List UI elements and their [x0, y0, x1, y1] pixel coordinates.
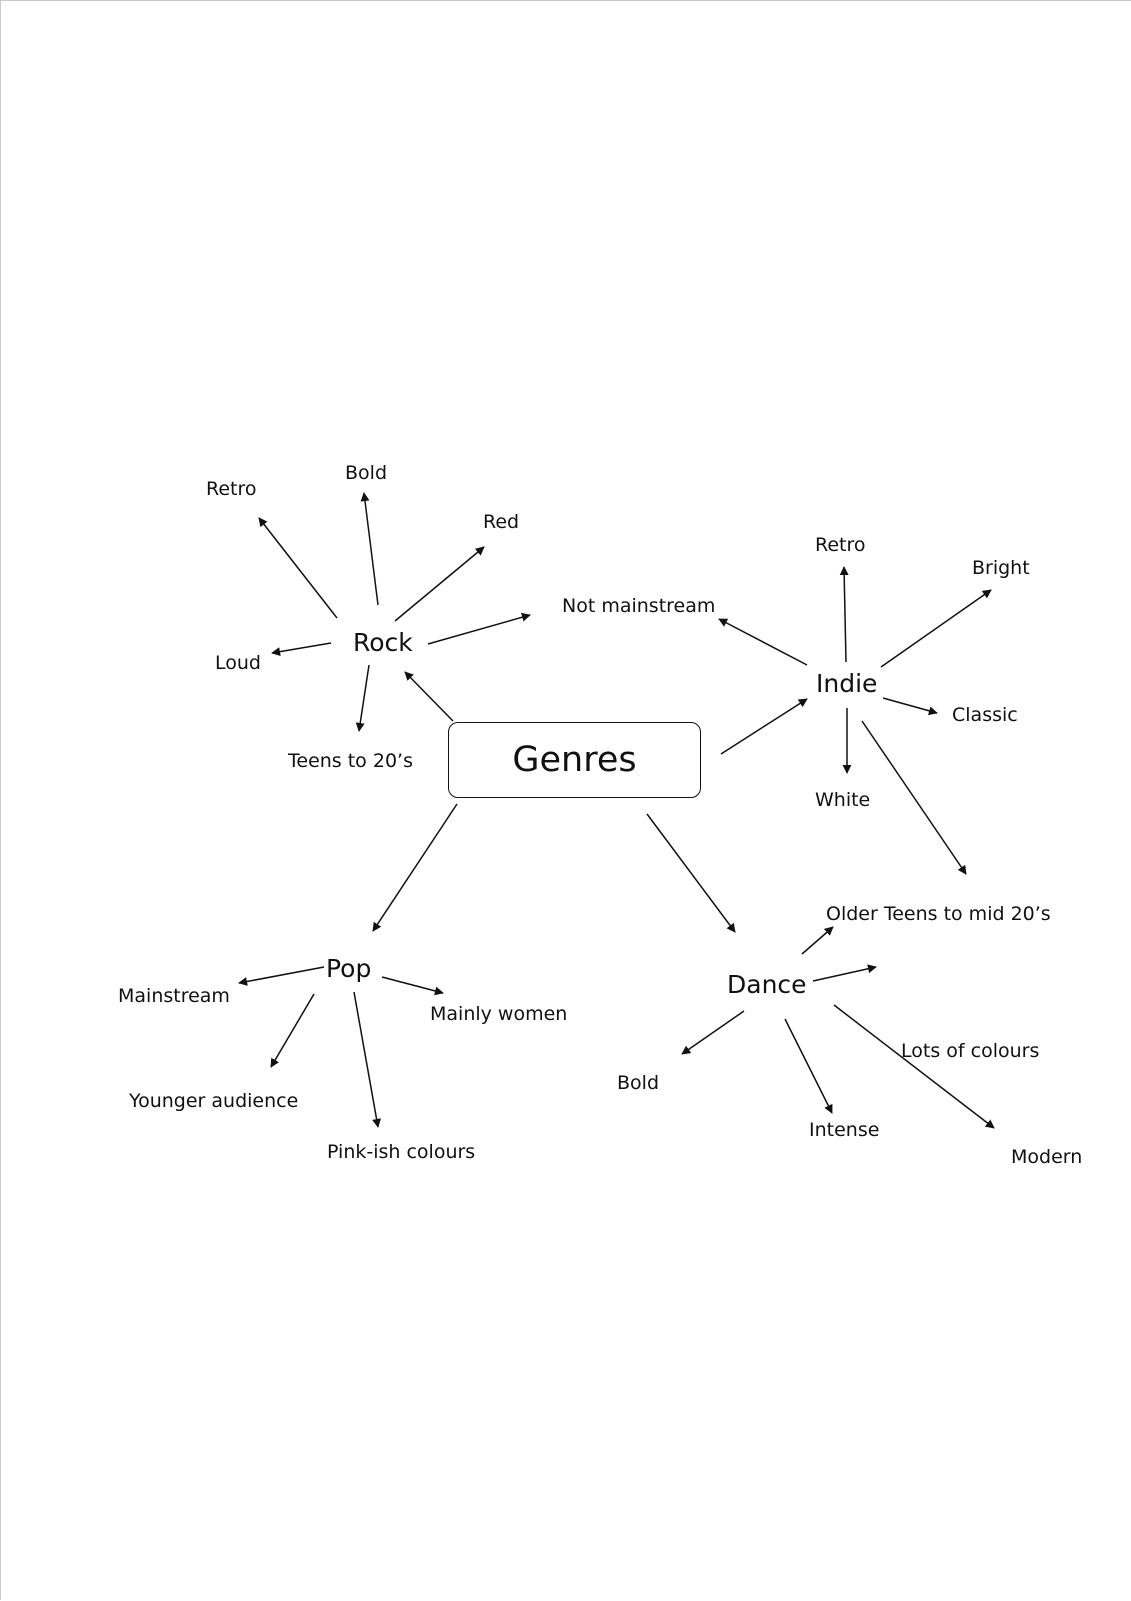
leaf-rock-red: Red	[483, 511, 520, 533]
arrow-dance-to-older-teens	[801, 926, 834, 955]
arrow-root-to-indie	[720, 698, 808, 755]
leaf-rock-teens: Teens to 20’s	[288, 750, 413, 772]
leaf-dance-bold: Bold	[617, 1072, 659, 1094]
arrow-rock-to-teens	[355, 664, 370, 732]
leaf-rock-bold: Bold	[345, 462, 387, 484]
arrow-indie-to-not-mainstream	[718, 618, 808, 666]
arrow-indie-to-older-teens	[861, 720, 967, 875]
arrow-rock-to-bold	[360, 492, 379, 606]
arrow-dance-to-lots-of-colours	[812, 964, 877, 982]
leaf-pop-mainly-women: Mainly women	[430, 1003, 568, 1025]
arrow-rock-to-not-mainstream	[427, 612, 531, 645]
arrow-root-to-dance	[646, 813, 736, 933]
arrow-pop-to-younger-audience	[270, 993, 315, 1068]
leaf-indie-white: White	[815, 789, 871, 811]
leaf-dance-modern: Modern	[1011, 1146, 1083, 1168]
arrow-pop-to-mainly-women	[381, 976, 444, 996]
leaf-rock-retro: Retro	[206, 478, 257, 500]
leaf-dance-lots-of-colours: Lots of colours	[901, 1040, 1040, 1062]
leaf-indie-classic: Classic	[952, 704, 1018, 726]
leaf-pop-pink: Pink-ish colours	[327, 1141, 476, 1163]
root-node-box: Genres	[448, 722, 701, 798]
arrow-pop-to-mainstream	[238, 966, 325, 986]
hub-dance: Dance	[727, 970, 807, 999]
arrow-indie-to-classic	[882, 697, 938, 716]
arrow-dance-to-modern	[833, 1004, 995, 1129]
arrow-pop-to-pink	[353, 991, 382, 1128]
arrow-rock-to-retro	[258, 517, 338, 619]
hub-indie: Indie	[816, 669, 878, 698]
leaf-pop-younger-audience: Younger audience	[129, 1090, 299, 1112]
arrow-root-to-pop	[372, 803, 458, 932]
leaf-older-teens: Older Teens to mid 20’s	[826, 903, 1051, 925]
leaf-indie-retro: Retro	[815, 534, 866, 556]
leaf-not-mainstream: Not mainstream	[562, 595, 716, 617]
leaf-pop-mainstream: Mainstream	[118, 985, 230, 1007]
arrow-indie-to-retro	[839, 566, 849, 663]
arrow-indie-to-bright	[880, 589, 992, 668]
leaf-rock-loud: Loud	[215, 652, 261, 674]
arrow-rock-to-loud	[271, 642, 332, 657]
arrow-rock-to-red	[394, 546, 485, 622]
arrow-root-to-rock	[404, 671, 454, 722]
hub-pop: Pop	[326, 954, 372, 983]
arrow-dance-to-intense	[784, 1018, 833, 1114]
root-node-label: Genres	[512, 740, 637, 780]
hub-rock: Rock	[353, 628, 413, 657]
arrow-dance-to-bold	[681, 1010, 745, 1055]
leaf-indie-bright: Bright	[972, 557, 1030, 579]
leaf-dance-intense: Intense	[809, 1119, 880, 1141]
